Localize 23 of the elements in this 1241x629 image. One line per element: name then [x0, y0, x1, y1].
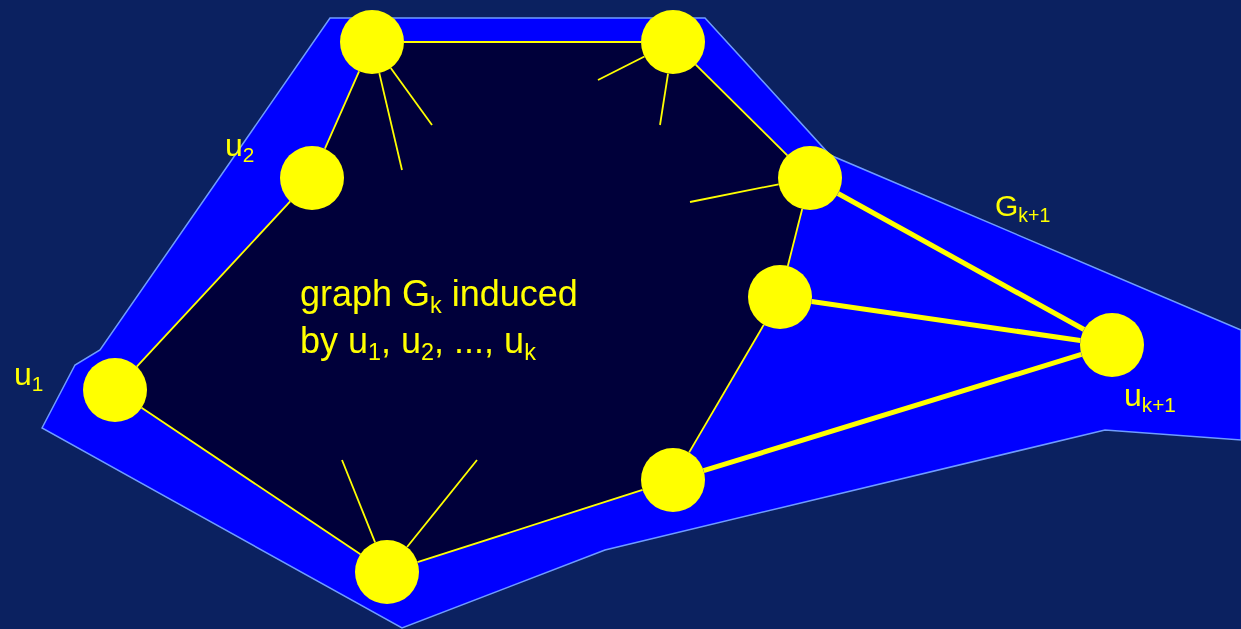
graph-edge [416, 488, 644, 564]
graph-edge [378, 72, 403, 171]
graph-label: G$_{k+1}$ [995, 188, 1051, 228]
vertex-label: u$_{1}$ [14, 355, 44, 398]
graph-edge [406, 459, 478, 548]
graph-edge [702, 352, 1083, 473]
graph-edge [389, 67, 433, 126]
graph-edge [403, 41, 642, 43]
graph-edge [836, 191, 1086, 332]
graph-edge [688, 323, 765, 454]
vertex-label: u$_{k+1}$ [1124, 376, 1176, 419]
graph-edge [811, 299, 1081, 343]
region-label: graph G$_{k}$ induced by u$_{1}$, u$_{2}$, ..., u$_{k}$ [300, 272, 579, 367]
graph-edge [689, 183, 780, 203]
graph-edge [140, 406, 362, 556]
vertex-label: u$_{2}$ [225, 126, 255, 169]
graph-edge [786, 208, 804, 267]
graph-edge [659, 72, 669, 126]
graph-edge [135, 200, 292, 368]
graph-edge [324, 70, 360, 150]
graph-edge [694, 63, 789, 157]
graph-edge [597, 55, 646, 81]
graph-edge [341, 459, 376, 544]
